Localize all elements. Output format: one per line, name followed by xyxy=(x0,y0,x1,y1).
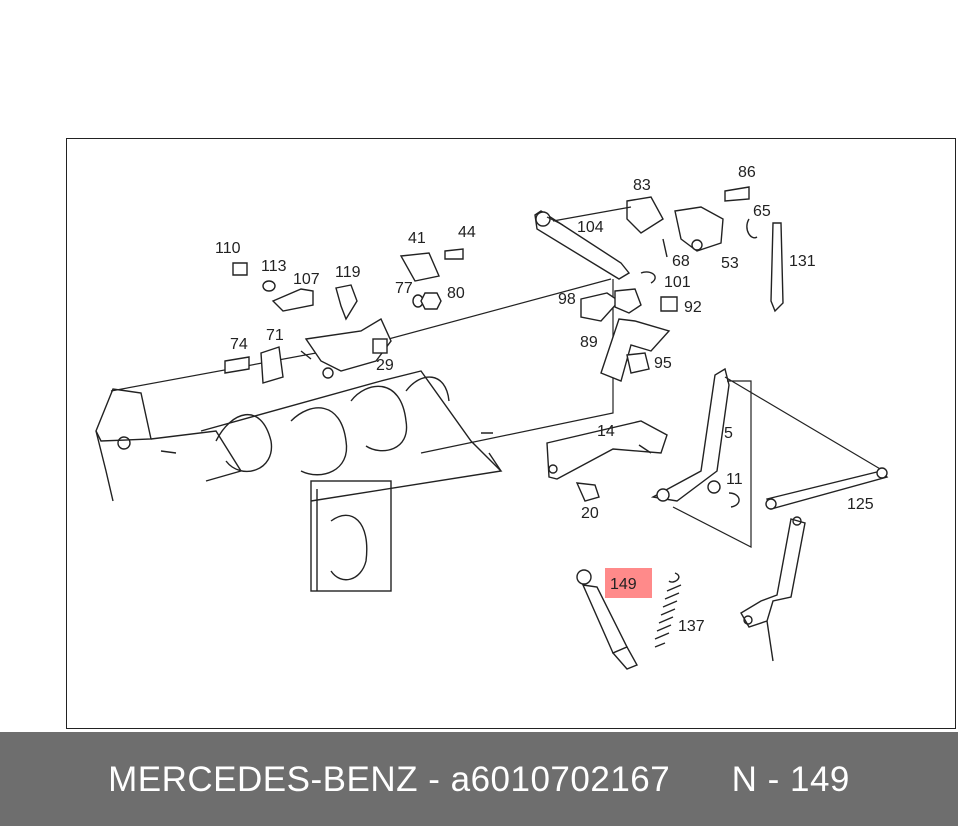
callout-95: 95 xyxy=(654,355,672,372)
callout-101: 101 xyxy=(664,274,691,291)
separator: - xyxy=(418,760,451,799)
callout-107: 107 xyxy=(293,271,320,288)
callout-98: 98 xyxy=(558,291,576,308)
callout-80: 80 xyxy=(447,285,465,302)
part-number: a6010702167 xyxy=(450,760,671,799)
callout-86: 86 xyxy=(738,164,756,181)
diagram-reference: N - 149 xyxy=(731,760,850,799)
callout-20: 20 xyxy=(581,505,599,522)
callout-53: 53 xyxy=(721,255,739,272)
callout-71: 71 xyxy=(266,327,284,344)
callout-77: 77 xyxy=(395,280,413,297)
callout-125: 125 xyxy=(847,496,874,513)
footer-caption: MERCEDES-BENZ - a6010702167 N - 149 xyxy=(0,760,958,800)
callout-14: 14 xyxy=(597,423,615,440)
brand-name: MERCEDES-BENZ xyxy=(108,760,418,799)
gap xyxy=(670,760,731,799)
callout-110: 110 xyxy=(215,240,241,257)
callout-89: 89 xyxy=(580,334,598,351)
callout-119: 119 xyxy=(335,264,361,281)
callout-65: 65 xyxy=(753,203,771,220)
callout-113: 113 xyxy=(261,258,287,275)
callout-92: 92 xyxy=(684,299,702,316)
callout-5: 5 xyxy=(724,425,733,442)
parts-diagram: 110 113 107 119 41 44 77 80 29 74 71 83 … xyxy=(66,138,956,729)
callout-11: 11 xyxy=(726,471,743,488)
footer-bar: MERCEDES-BENZ - a6010702167 N - 149 xyxy=(0,732,958,826)
callout-83: 83 xyxy=(633,177,651,194)
callout-74: 74 xyxy=(230,336,248,353)
callout-131: 131 xyxy=(789,253,816,270)
callout-137: 137 xyxy=(678,618,705,635)
highlight-box xyxy=(605,568,652,598)
engine-block-drawing xyxy=(95,186,889,670)
callout-29: 29 xyxy=(376,357,394,374)
callout-44: 44 xyxy=(458,224,476,241)
callout-149: 149 xyxy=(610,576,637,593)
callout-104: 104 xyxy=(577,219,604,236)
callout-41: 41 xyxy=(408,230,426,247)
callout-68: 68 xyxy=(672,253,690,270)
callout-labels: 110 113 107 119 41 44 77 80 29 74 71 83 … xyxy=(215,164,874,635)
